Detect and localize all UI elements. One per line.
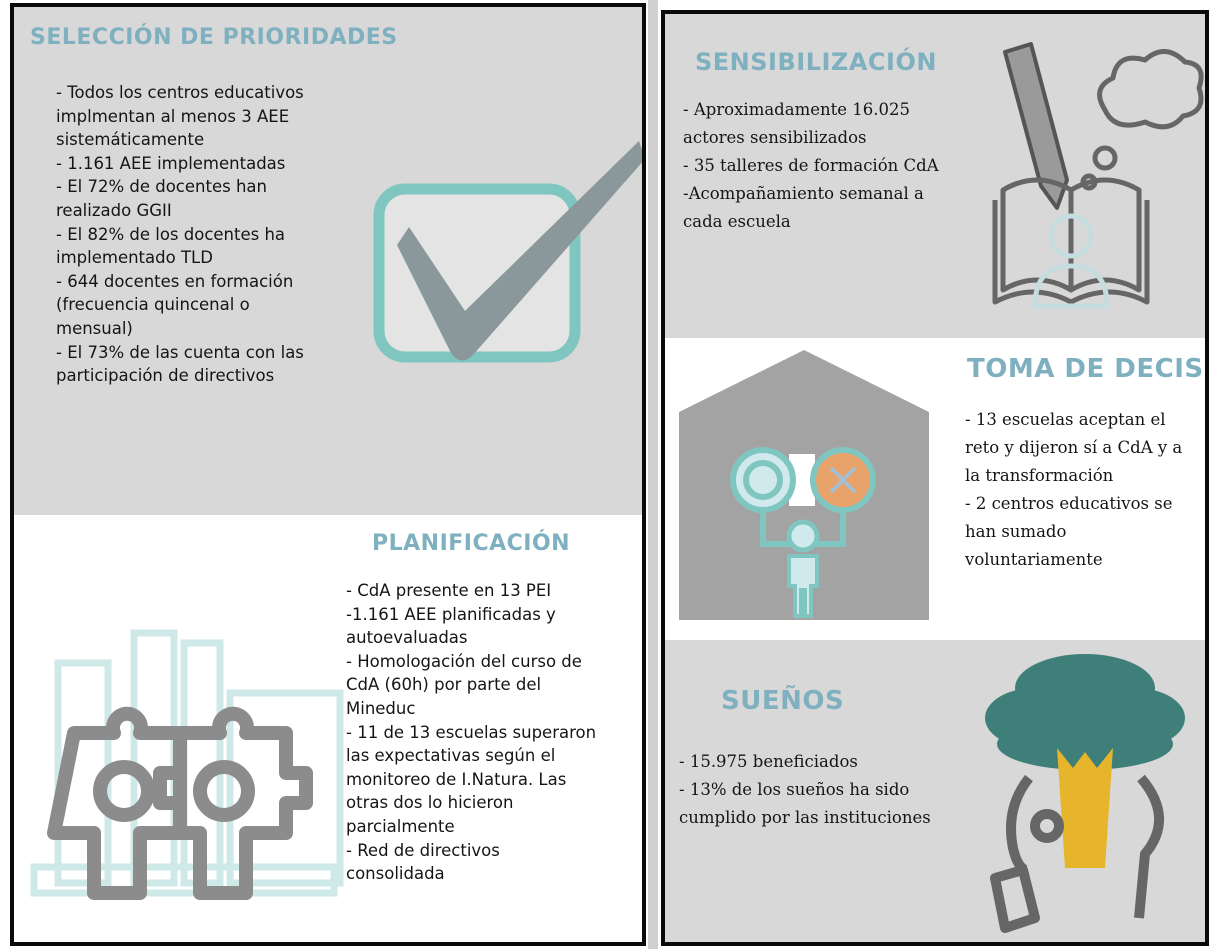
head-tree-icon <box>985 654 1185 933</box>
seleccion-line: - El 73% de las cuenta con las <box>56 342 304 362</box>
toma-section: TOMA DE DECISIÓN - 13 escuelas aceptan e… <box>665 338 1205 640</box>
toma-line: - 13 escuelas aceptan el <box>965 410 1166 429</box>
right-panel: SENSIBILIZACIÓN - Aproximadamente 16.025… <box>661 10 1209 946</box>
seleccion-section: SELECCIÓN DE PRIORIDADES - Todos los cen… <box>14 7 642 515</box>
planificacion-line: autoevaluadas <box>346 628 468 648</box>
left-panel: SELECCIÓN DE PRIORIDADES - Todos los cen… <box>10 3 646 946</box>
panel-divider <box>648 0 658 949</box>
seleccion-line: mensual) <box>56 318 133 338</box>
planificacion-list: - CdA presente en 13 PEI -1.161 AEE plan… <box>346 579 596 886</box>
toma-line: han sumado <box>965 522 1067 541</box>
planificacion-line: - Homologación del curso de <box>346 651 582 671</box>
suenos-section: SUEÑOS - 15.975 beneficiados - 13% de lo… <box>665 640 1205 942</box>
suenos-line: - 13% de los sueños ha sido <box>679 780 910 799</box>
toma-title: TOMA DE DECISIÓN <box>967 354 1205 384</box>
pencil-book-thought-icon <box>992 42 1204 309</box>
planificacion-line: consolidada <box>346 864 445 884</box>
toma-list: - 13 escuelas aceptan el reto y dijeron … <box>965 406 1182 574</box>
planificacion-line: otras dos lo hicieron <box>346 793 514 813</box>
seleccion-line: - 1.161 AEE implementadas <box>56 153 286 173</box>
sensibilizacion-line: -Acompañamiento semanal a <box>683 184 924 203</box>
toma-line: la transformación <box>965 466 1114 485</box>
seleccion-line: sistemáticamente <box>56 130 205 150</box>
seleccion-line: - El 82% de los docentes ha <box>56 224 286 244</box>
suenos-line: cumplido por las instituciones <box>679 808 931 827</box>
toma-line: - 2 centros educativos se <box>965 494 1173 513</box>
planificacion-line: las expectativas según el <box>346 746 556 766</box>
suenos-title: SUEÑOS <box>721 686 845 716</box>
seleccion-line: (frecuencia quincenal o <box>56 295 250 315</box>
sensibilizacion-line: actores sensibilizados <box>683 128 867 147</box>
seleccion-list: - Todos los centros educativos implmenta… <box>56 81 304 388</box>
suenos-list: - 15.975 beneficiados - 13% de los sueño… <box>679 748 931 832</box>
seleccion-line: realizado GGII <box>56 200 172 220</box>
planificacion-line: monitoreo de I.Natura. Las <box>346 769 567 789</box>
seleccion-line: - Todos los centros educativos <box>56 83 304 102</box>
seleccion-line: - 644 docentes en formación <box>56 271 294 291</box>
toma-line: voluntariamente <box>965 550 1103 569</box>
sensibilizacion-title: SENSIBILIZACIÓN <box>695 48 937 76</box>
person-choice-house-icon <box>679 350 929 620</box>
planificacion-line: - CdA presente en 13 PEI <box>346 581 552 600</box>
sensibilizacion-line: - 35 talleres de formación CdA <box>683 156 939 175</box>
planificacion-line: CdA (60h) por parte del <box>346 675 542 695</box>
sensibilizacion-list: - Aproximadamente 16.025 actores sensibi… <box>683 96 939 236</box>
planificacion-line: Mineduc <box>346 698 416 718</box>
puzzle-gears-icon <box>30 629 344 900</box>
planificacion-line: - Red de directivos <box>346 840 500 860</box>
seleccion-line: - El 72% de docentes han <box>56 177 267 197</box>
sensibilizacion-line: - Aproximadamente 16.025 <box>683 100 910 119</box>
planificacion-section: PLANIFICACIÓN - CdA presente en 13 PEI -… <box>14 515 642 942</box>
seleccion-title: SELECCIÓN DE PRIORIDADES <box>30 25 398 50</box>
planificacion-line: parcialmente <box>346 816 455 836</box>
toma-line: reto y dijeron sí a CdA y a <box>965 438 1183 457</box>
seleccion-line: implmentan al menos 3 AEE <box>56 106 290 126</box>
planificacion-title: PLANIFICACIÓN <box>372 531 571 556</box>
planificacion-line: -1.161 AEE planificadas y <box>346 604 556 624</box>
suenos-line: - 15.975 beneficiados <box>679 752 858 771</box>
checkmark-box-icon <box>373 141 642 363</box>
planificacion-line: - 11 de 13 escuelas superaron <box>346 722 597 742</box>
sensibilizacion-section: SENSIBILIZACIÓN - Aproximadamente 16.025… <box>665 14 1205 338</box>
sensibilizacion-line: cada escuela <box>683 212 791 231</box>
seleccion-line: implementado TLD <box>56 248 213 268</box>
seleccion-line: participación de directivos <box>56 366 275 386</box>
